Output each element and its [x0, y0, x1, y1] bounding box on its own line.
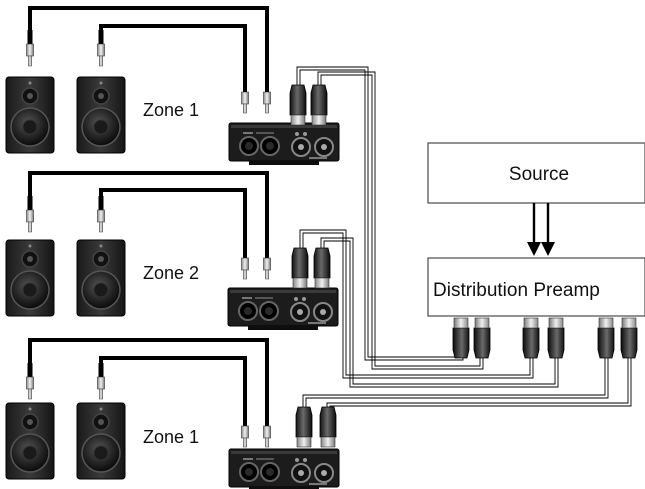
- source-box: [427, 142, 645, 204]
- amplifier: [228, 448, 340, 489]
- zone-row-1: Zone 1: [5, 6, 340, 166]
- preamp-box: [427, 257, 645, 317]
- preamp-label: Distribution Preamp: [433, 280, 600, 301]
- speaker-right: [76, 239, 126, 317]
- amplifier: [227, 287, 339, 331]
- amplifier: [228, 122, 340, 166]
- speaker-right: [76, 402, 126, 480]
- preamp-output-connectors: [452, 317, 638, 359]
- speaker-right: [76, 76, 126, 154]
- speaker-left: [5, 76, 55, 154]
- speaker-left: [5, 402, 55, 480]
- zone-row-3: Zone 1: [5, 338, 340, 489]
- zone-label: Zone 2: [143, 263, 199, 283]
- speaker-plug: [97, 29, 105, 67]
- speaker-plug: [26, 29, 34, 67]
- speaker-left: [5, 239, 55, 317]
- xlr-cable-runs: [296, 66, 632, 420]
- source-to-preamp-arrows: [527, 203, 555, 256]
- source-label: Source: [509, 164, 569, 185]
- zone-label: Zone 1: [143, 427, 199, 447]
- zone-label: Zone 1: [143, 100, 199, 120]
- zone-row-2: Zone 2: [5, 171, 339, 331]
